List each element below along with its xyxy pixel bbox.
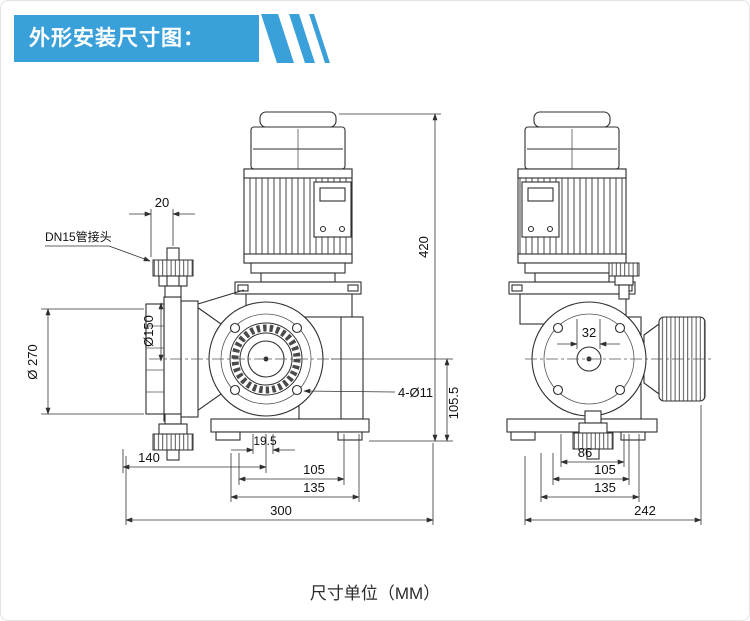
dim-mount-span-inner: 105 — [303, 462, 325, 477]
left-view-discharge-valve — [152, 413, 194, 461]
dim-mount-span-outer: 135 — [594, 480, 616, 495]
left-view-motor — [234, 111, 362, 295]
dim-center-height: 105.5 — [446, 387, 461, 420]
dim-valve-span: 86 — [578, 445, 592, 460]
label-dn15-connector: DN15管接头 — [45, 229, 112, 244]
dim-bolt-holes: 4-Ø11 — [398, 385, 433, 400]
dim-valve-offset: 20 — [155, 195, 169, 210]
left-view-dimensions: 20 DN15管接头 Ø 270 Ø150 420 4-Ø11 105.5 — [25, 113, 461, 525]
left-view-suction-valve — [152, 247, 194, 298]
right-view-discharge-valve — [572, 410, 614, 460]
right-view-motor — [508, 111, 636, 295]
dim-diaphragm-diameter: Ø150 — [141, 315, 156, 347]
right-view-pump-body — [506, 293, 706, 441]
dim-mount-span-outer: 135 — [303, 480, 325, 495]
right-view-suction-valve — [608, 262, 640, 300]
dim-head-to-center: 140 — [138, 450, 160, 465]
page-title: 外形安装尺寸图： — [29, 27, 205, 50]
dim-foot-offset: 19.5 — [253, 434, 277, 448]
left-view-pump-body — [196, 289, 370, 441]
dim-port-offset: 32 — [582, 325, 596, 340]
dim-mount-span-inner: 105 — [594, 462, 616, 477]
dim-total-height: 420 — [416, 236, 431, 258]
dim-total-depth: 242 — [634, 503, 656, 518]
right-view-dimensions: 32 86 105 135 242 — [524, 319, 702, 525]
title-banner: 外形安装尺寸图： — [14, 15, 259, 62]
dim-head-diameter: Ø 270 — [25, 344, 40, 379]
dim-total-length: 300 — [270, 503, 292, 518]
unit-caption: 尺寸单位（MM） — [309, 584, 441, 603]
